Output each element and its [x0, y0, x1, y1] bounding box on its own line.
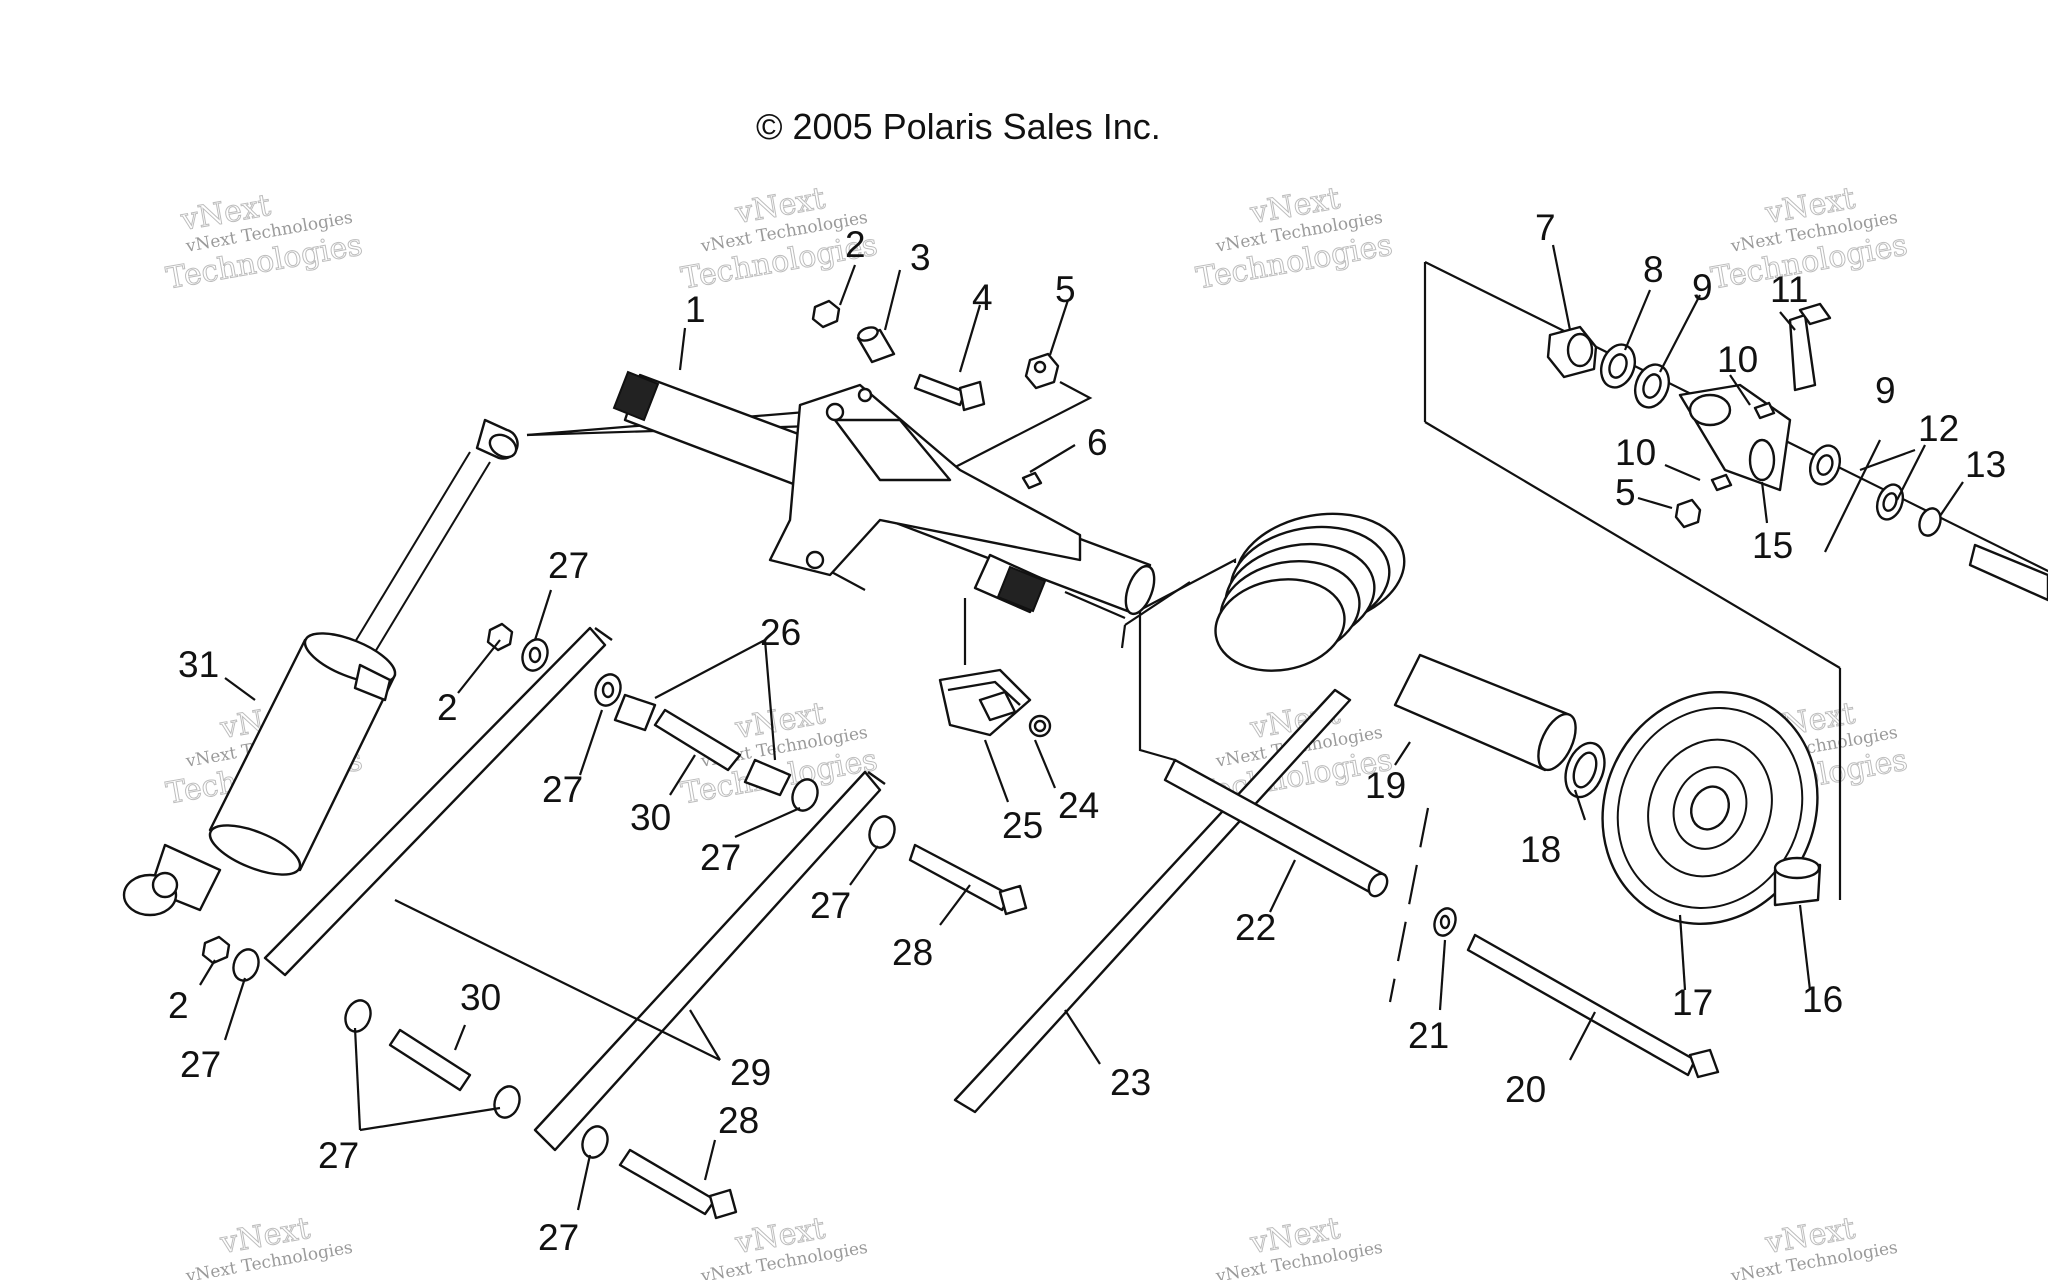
callout-22: 22 [1235, 907, 1276, 948]
small-parts-top [811, 299, 1060, 490]
callout-27: 27 [548, 545, 589, 586]
callout-5: 5 [1615, 472, 1636, 513]
callout-5: 5 [1055, 269, 1076, 310]
callout-17: 17 [1672, 982, 1713, 1023]
callout-2: 2 [437, 687, 458, 728]
callout-13: 13 [1965, 444, 2006, 485]
copyright-notice: © 2005 Polaris Sales Inc. [756, 106, 1161, 147]
callout-25: 25 [1002, 805, 1043, 846]
callout-23: 23 [1110, 1062, 1151, 1103]
callout-11: 11 [1770, 269, 1808, 310]
callout-12: 12 [1918, 408, 1959, 449]
callout-labels: 1 2 3 4 5 6 7 8 9 11 10 9 12 13 10 5 15 … [168, 207, 2006, 1258]
callout-30: 30 [630, 797, 671, 838]
callout-30: 30 [460, 977, 501, 1018]
callout-29: 29 [730, 1052, 771, 1093]
callout-27: 27 [180, 1044, 221, 1085]
callout-10: 10 [1717, 339, 1758, 380]
callout-27: 27 [318, 1135, 359, 1176]
callout-26: 26 [760, 612, 801, 653]
lower-hardware [201, 622, 1028, 1220]
callout-7: 7 [1535, 207, 1556, 248]
callout-27: 27 [700, 837, 741, 878]
callout-2: 2 [168, 985, 189, 1026]
callout-27: 27 [810, 885, 851, 926]
callout-27: 27 [542, 769, 583, 810]
callout-9: 9 [1875, 370, 1896, 411]
callout-18: 18 [1520, 829, 1561, 870]
callout-19: 19 [1365, 765, 1406, 806]
callout-9: 9 [1692, 267, 1713, 308]
callout-31: 31 [178, 644, 219, 685]
torque-links [263, 626, 886, 1152]
callout-10: 10 [1615, 432, 1656, 473]
callout-2: 2 [845, 224, 866, 265]
callout-1: 1 [685, 289, 706, 330]
callout-6: 6 [1087, 422, 1108, 463]
spring-rod-and-sleeve [1163, 653, 1606, 898]
callout-4: 4 [972, 277, 993, 318]
torsion-spring [953, 512, 1406, 1114]
adjuster-block [938, 668, 1052, 738]
callout-8: 8 [1643, 249, 1664, 290]
idler-wheel [1601, 691, 1822, 925]
callout-3: 3 [910, 237, 931, 278]
callout-21: 21 [1408, 1015, 1449, 1056]
axle-bolt [1433, 907, 1720, 1079]
callout-28: 28 [718, 1100, 759, 1141]
idler-hub-hardware [1546, 302, 2048, 602]
pivot-bracket [768, 383, 1082, 577]
callout-16: 16 [1802, 979, 1843, 1020]
leader-lines [199, 244, 1964, 1211]
callout-15: 15 [1752, 525, 1793, 566]
callout-28: 28 [892, 932, 933, 973]
callout-27: 27 [538, 1217, 579, 1258]
callout-20: 20 [1505, 1069, 1546, 1110]
shock-absorber [122, 418, 519, 917]
callout-24: 24 [1058, 785, 1099, 826]
